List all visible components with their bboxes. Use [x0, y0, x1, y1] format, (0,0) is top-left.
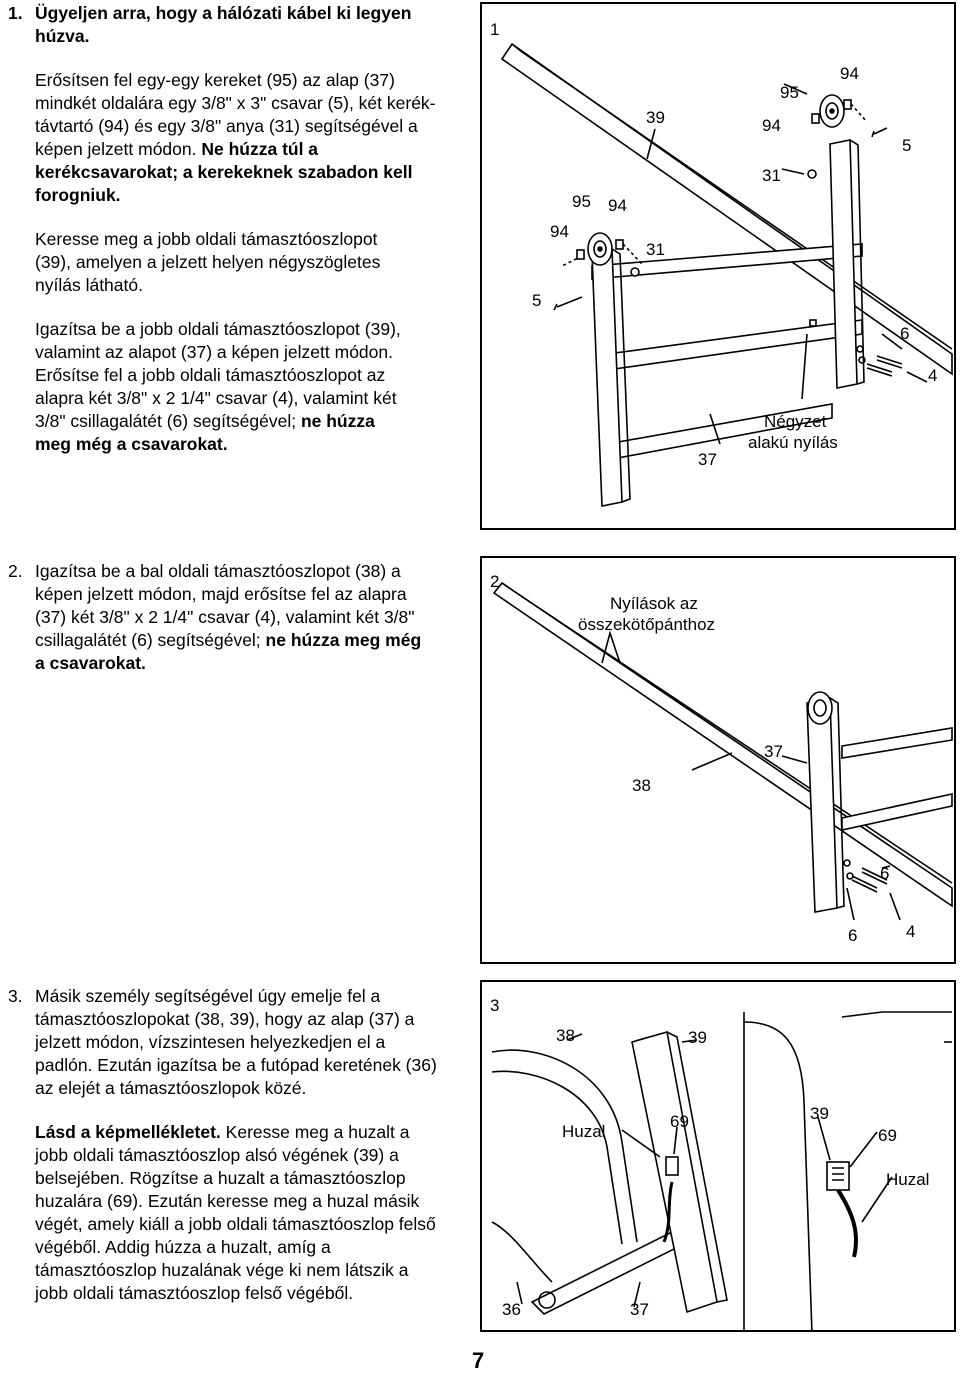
figure-3-label-huzal-inset: Huzal [886, 1170, 930, 1189]
figure-3-label-69-inset: 69 [878, 1126, 897, 1145]
step3-paragraph-1: Másik személy segítségével úgy emelje fe… [35, 986, 437, 1098]
figure-2-label-6-top: 6 [880, 864, 890, 883]
figure-1-illustration [500, 42, 953, 507]
figure-1-label-94-right: 94 [762, 116, 781, 135]
figure-1-label-95: 95 [572, 192, 591, 211]
figure-3-panel: 3 38 39 Huzal 69 39 69 Huzal 36 37 [480, 980, 956, 1332]
figure-2-number: 2 [490, 572, 500, 591]
step1-paragraph-3: Igazítsa be a jobb oldali támasztóoszlop… [35, 319, 401, 454]
figure-1-label-31-left: 31 [646, 240, 665, 259]
figure-3-label-69-left: 69 [670, 1112, 689, 1131]
figure-1-label-5-right: 5 [902, 136, 912, 155]
figure-1-label-31-right: 31 [762, 166, 781, 185]
figure-1-number: 1 [490, 20, 500, 39]
figure-3-label-39: 39 [688, 1028, 707, 1047]
figure-3-label-37: 37 [630, 1300, 649, 1319]
figure-1-label-39: 39 [646, 108, 665, 127]
step3-paragraph-2: Lásd a képmellékletet. Keresse meg a huz… [35, 1122, 436, 1303]
step3-instructions: 3. Másik személy segítségével úgy emelje… [8, 985, 448, 1305]
figure-2-label-holes-1: Nyílások az [610, 594, 698, 613]
figure-1-label-94: 94 [608, 196, 627, 215]
figure-1-label-94-top: 94 [840, 64, 859, 83]
figure-1-label-square-hole-1: Négyzet [764, 412, 827, 431]
figure-2-label-4: 4 [906, 922, 916, 941]
step1-paragraph-2: Keresse meg a jobb oldali támasztóoszlop… [35, 229, 381, 295]
figure-3-label-39-inset: 39 [810, 1104, 829, 1123]
figure-3-number: 3 [490, 996, 500, 1015]
figure-1-label-5-left: 5 [532, 291, 542, 310]
figure-3-label-huzal-left: Huzal [562, 1122, 606, 1141]
figure-3-illustration [491, 1011, 952, 1330]
figure-2-panel: 2 Nyílások az összekötőpánthoz 37 38 6 6… [480, 556, 956, 964]
step1-paragraph-1: Erősítsen fel egy-egy kereket (95) az al… [35, 70, 436, 205]
figure-1-label-4: 4 [928, 366, 938, 385]
figure-2-label-holes-2: összekötőpánthoz [578, 615, 716, 634]
figure-2-label-6-bottom: 6 [848, 926, 858, 945]
figure-2-label-38: 38 [632, 776, 651, 795]
figure-1-panel: 1 95 94 39 94 5 31 95 94 94 31 5 6 4 37 … [480, 2, 956, 530]
figure-2-illustration [492, 581, 953, 921]
figure-3-label-36: 36 [502, 1300, 521, 1319]
page-number: 7 [472, 1348, 485, 1373]
step1-instructions: 1. Ügyeljen arra, hogy a hálózati kábel … [8, 2, 448, 456]
step2-instructions: 2. Igazítsa be a bal oldali támasztóoszl… [8, 560, 448, 675]
figure-1-label-94-left: 94 [550, 222, 569, 241]
figure-3-label-38: 38 [556, 1026, 575, 1045]
step2-number: 2. [8, 561, 23, 581]
figure-1-label-95-right: 95 [780, 83, 799, 102]
step1-number: 1. [8, 3, 23, 23]
step2-paragraph: Igazítsa be a bal oldali támasztóoszlopo… [35, 561, 422, 673]
figure-1-label-square-hole-2: alakú nyílás [748, 433, 838, 452]
step1-heading: Ügyeljen arra, hogy a hálózati kábel ki … [35, 3, 412, 46]
step3-number: 3. [8, 986, 23, 1006]
figure-1-label-6: 6 [900, 324, 910, 343]
figure-2-label-37: 37 [764, 742, 783, 761]
figure-1-label-37: 37 [698, 450, 717, 469]
